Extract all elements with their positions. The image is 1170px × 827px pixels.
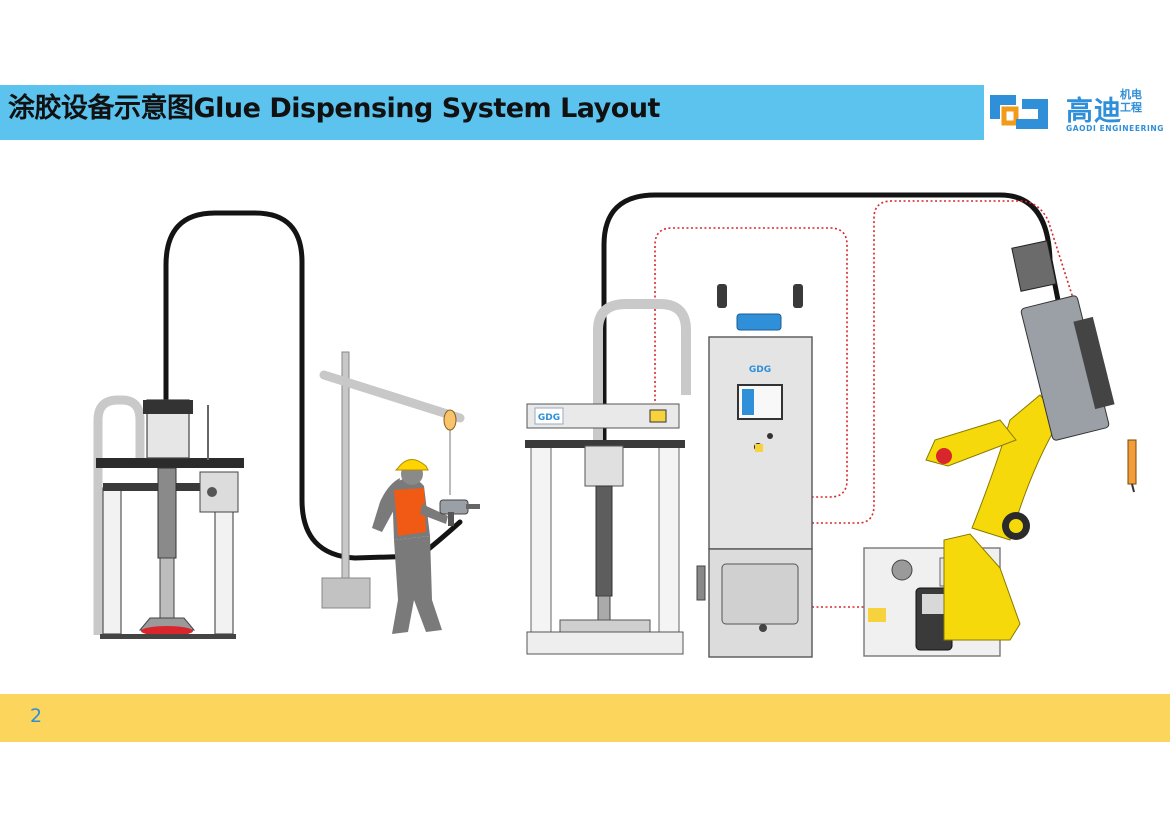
page-title: 涂胶设备示意图Glue Dispensing System Layout [8,93,660,124]
svg-text:GDG: GDG [749,365,771,375]
logo-subtitle: 机电工程 [1120,88,1142,114]
signal-cables [654,200,1081,608]
company-logo: 高迪 机电工程 GAODI ENGINEERING [984,85,1170,140]
title-bar: 涂胶设备示意图Glue Dispensing System Layout [0,85,984,140]
drum-pump-unit [93,395,244,639]
operator-with-gun [319,351,480,634]
logo-name: 高迪 [1066,96,1122,127]
gaodi-logo-icon [990,95,1048,129]
system-layout-diagram: GDG GDG [93,192,1137,658]
glue-hose-right [601,192,1061,448]
page-number: 2 [30,705,43,727]
industrial-robot [925,240,1137,641]
logo-english-name: GAODI ENGINEERING [1066,124,1165,133]
svg-text:GDG: GDG [538,413,560,423]
control-cabinet: GDG [696,284,813,658]
pump-station: GDG [525,299,691,655]
footer-bar: 2 [0,694,1170,742]
